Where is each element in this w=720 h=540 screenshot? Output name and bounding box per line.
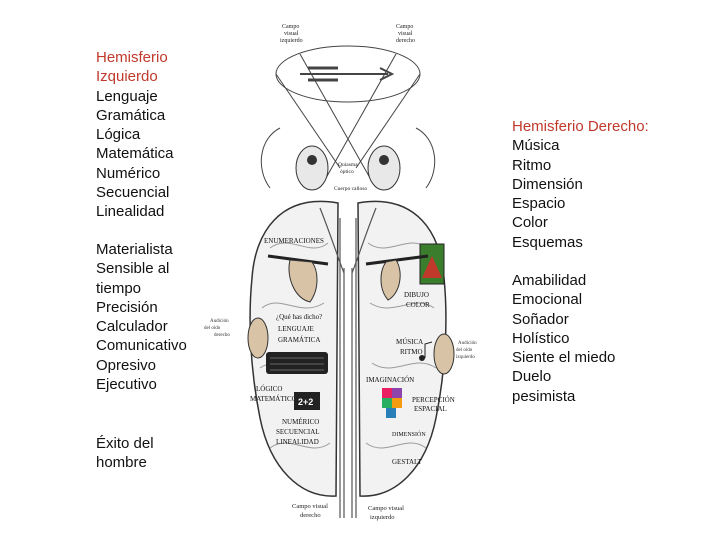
left-label-question: ¿Qué has dicho? bbox=[276, 313, 322, 321]
eyes-graphic bbox=[295, 145, 401, 191]
left-ear-note: derecho bbox=[214, 333, 230, 338]
left-hemisphere-block: Hemisferio Izquierdo Lenguaje Gramática … bbox=[96, 48, 174, 222]
right-ear-note: del oído bbox=[456, 348, 473, 353]
left-label-enumeraciones: ENUMERACIONES bbox=[264, 237, 324, 245]
left-item: Lenguaje bbox=[96, 87, 158, 105]
right-label-musica: MÚSICA bbox=[396, 338, 423, 346]
left-item: Gramática bbox=[96, 106, 166, 124]
right-hemisphere-block: Hemisferio Derecho: Música Ritmo Dimensi… bbox=[512, 117, 649, 252]
left-traits-block: Materialista Sensible al tiempo Precisió… bbox=[96, 240, 187, 394]
right-trait: Siente el miedo bbox=[512, 349, 616, 367]
left-trait: Opresivo bbox=[96, 356, 157, 374]
right-label-ritmo: RITMO bbox=[400, 348, 423, 356]
right-traits-block: Amabilidad Emocional Soñador Holístico S… bbox=[512, 271, 615, 406]
painting-icon bbox=[419, 243, 445, 285]
left-hand-pen-icon bbox=[267, 254, 329, 303]
brain-diagram: Campo visual izquierdo Campo visual dere… bbox=[204, 24, 477, 521]
bottom-right-field-label: Campo visual bbox=[368, 505, 404, 512]
corpus-callosum-label: Cuerpo calloso bbox=[334, 186, 367, 192]
left-item: Lógica bbox=[96, 126, 141, 144]
left-label-lenguaje: LENGUAJE bbox=[278, 325, 314, 333]
right-label-imaginacion: IMAGINACIÓN bbox=[366, 376, 414, 384]
top-left-field-label: visual bbox=[284, 31, 299, 37]
left-label-secuencial: SECUENCIAL bbox=[276, 428, 320, 436]
bottom-right-field-label: izquierdo bbox=[370, 514, 395, 521]
right-label-dibujo: DIBUJO bbox=[404, 291, 429, 299]
right-trait: Emocional bbox=[512, 291, 583, 309]
right-label-espacial: ESPACIAL bbox=[414, 405, 447, 413]
left-label-matematico: MATEMÁTICO bbox=[250, 395, 297, 403]
right-ear-note: Audición bbox=[458, 341, 477, 346]
right-item: Música bbox=[512, 137, 560, 155]
left-footer-line: hombre bbox=[96, 454, 147, 472]
left-footer-line: Éxito del bbox=[96, 435, 154, 452]
bottom-left-field-label: derecho bbox=[300, 512, 321, 519]
right-label-percepcion: PERCEPCIÓN bbox=[412, 396, 455, 404]
optic-chiasm-label: Quiasma bbox=[338, 162, 358, 168]
left-item: Matemática bbox=[96, 145, 174, 163]
optic-chiasm-label: óptico bbox=[340, 169, 354, 175]
left-footer-block: Éxito del hombre bbox=[96, 434, 154, 473]
left-trait: Sensible al bbox=[96, 260, 170, 278]
left-trait: tiempo bbox=[96, 279, 142, 297]
puzzle-icon bbox=[382, 388, 402, 418]
bottom-left-field-label: Campo visual bbox=[292, 503, 328, 510]
left-ear-note: del oído bbox=[204, 326, 221, 331]
right-hand-brush-icon bbox=[365, 254, 429, 301]
right-ear-icon bbox=[433, 333, 455, 375]
left-trait: Ejecutivo bbox=[96, 376, 157, 394]
right-label-dimension: DIMENSIÓN bbox=[392, 430, 426, 438]
top-right-field-label: Campo bbox=[396, 24, 413, 30]
left-title-line-1: Hemisferio bbox=[96, 49, 168, 66]
left-item: Linealidad bbox=[96, 203, 165, 221]
right-trait: Amabilidad bbox=[512, 272, 587, 289]
left-trait: Comunicativo bbox=[96, 337, 187, 355]
math-tile-text: 2+2 bbox=[298, 397, 313, 407]
left-label-logico: LÓGICO bbox=[256, 385, 282, 393]
left-ear-icon bbox=[247, 317, 269, 359]
left-trait: Precisión bbox=[96, 298, 158, 316]
top-right-field-label: derecho bbox=[396, 38, 415, 44]
top-left-field-label: izquierdo bbox=[280, 38, 303, 44]
right-trait: Holístico bbox=[512, 329, 570, 347]
right-item: Ritmo bbox=[512, 156, 552, 174]
left-title-line-2: Izquierdo bbox=[96, 68, 158, 86]
central-neural-pathway bbox=[339, 218, 357, 518]
left-ear-note: Audición bbox=[210, 319, 229, 324]
keyboard-icon bbox=[266, 352, 328, 374]
right-item: Espacio bbox=[512, 195, 566, 213]
left-label-gramatica: GRAMÁTICA bbox=[278, 336, 320, 344]
right-trait: Soñador bbox=[512, 310, 569, 328]
right-title: Hemisferio Derecho: bbox=[512, 118, 649, 135]
right-label-gestalt: GESTALT bbox=[392, 458, 423, 466]
right-trait: pesimista bbox=[512, 387, 576, 405]
left-label-linealidad: LINEALIDAD bbox=[276, 438, 319, 446]
right-item: Color bbox=[512, 214, 548, 232]
right-trait: Duelo bbox=[512, 368, 552, 386]
right-label-color: COLOR bbox=[406, 301, 430, 309]
right-item: Esquemas bbox=[512, 233, 583, 251]
top-left-field-label: Campo bbox=[282, 24, 299, 30]
left-trait: Materialista bbox=[96, 241, 173, 258]
right-ear-note: izquierdo bbox=[456, 355, 475, 360]
music-notes-icon bbox=[419, 341, 433, 361]
left-label-numerico: NUMÉRICO bbox=[282, 418, 319, 426]
visual-field-graphic bbox=[260, 45, 436, 189]
right-item: Dimensión bbox=[512, 175, 583, 193]
left-trait: Calculador bbox=[96, 318, 168, 336]
left-item: Secuencial bbox=[96, 184, 170, 202]
top-right-field-label: visual bbox=[398, 31, 413, 37]
left-item: Numérico bbox=[96, 164, 161, 182]
math-tile bbox=[294, 392, 320, 410]
